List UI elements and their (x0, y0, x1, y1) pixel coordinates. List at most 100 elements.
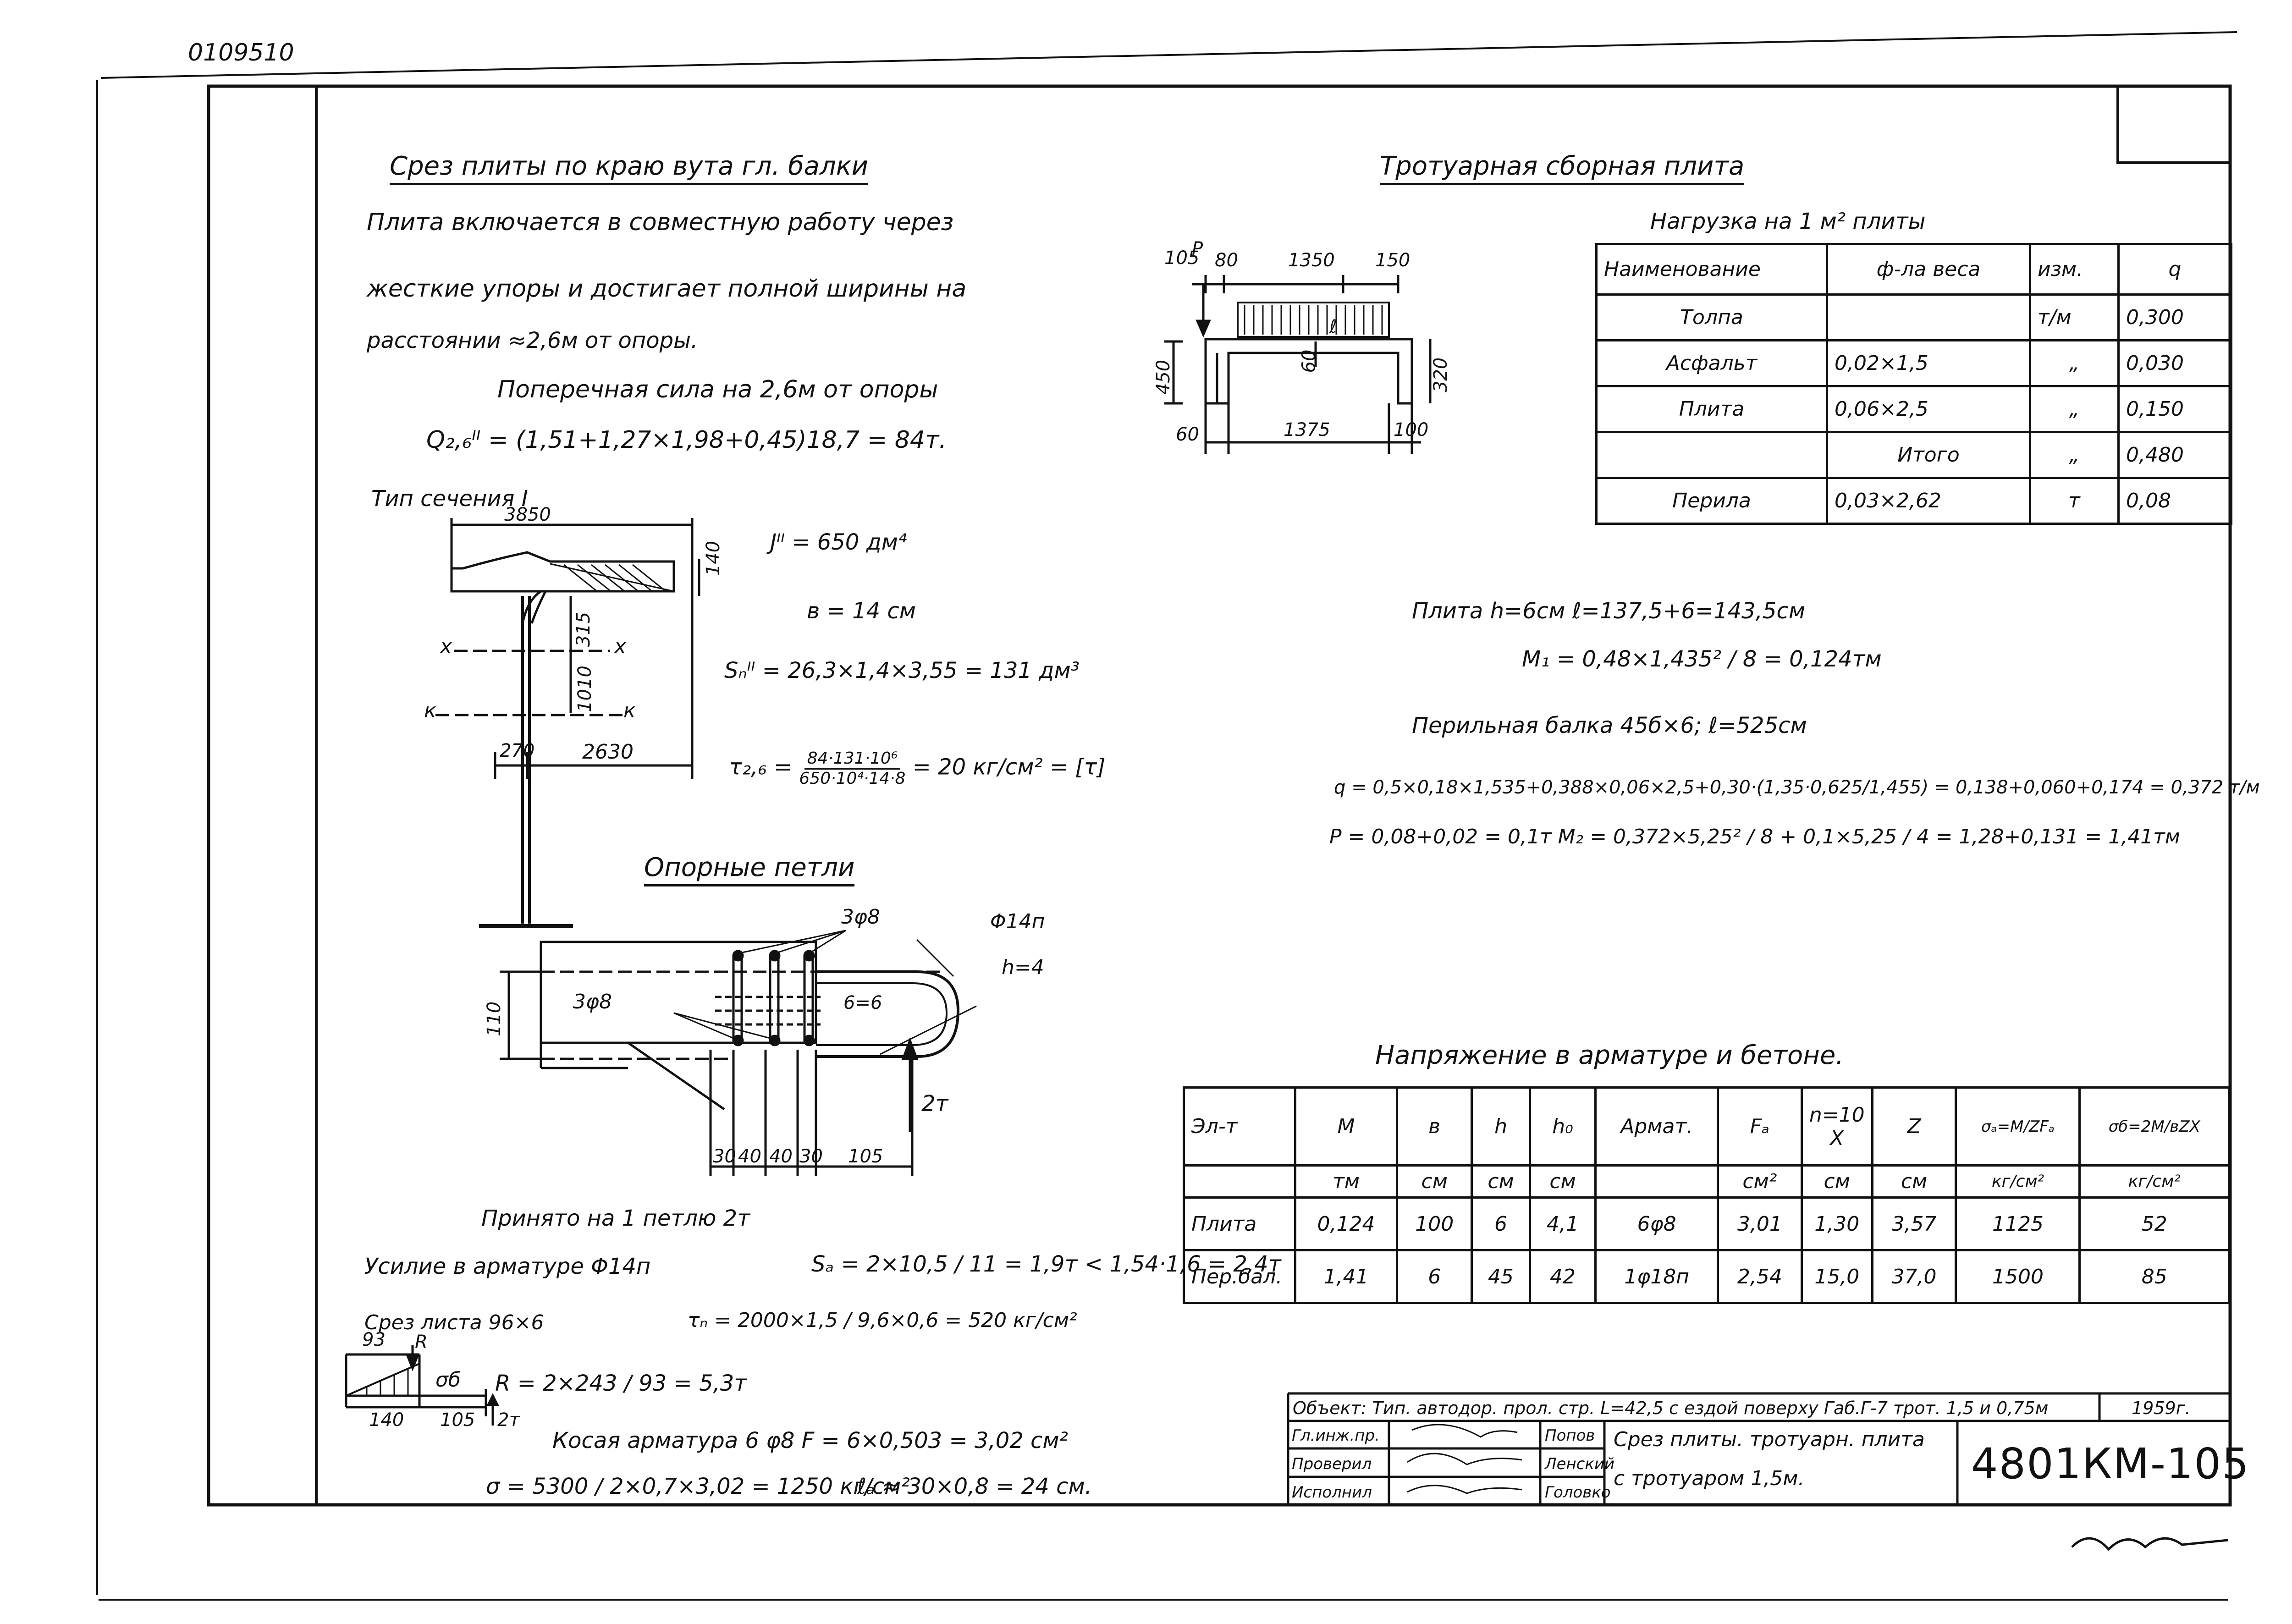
axis-x-right: x (614, 635, 627, 658)
load-row: Перила 0,03×2,62 т 0,08 (1595, 477, 2232, 525)
year: 1959г. (2132, 1398, 2191, 1418)
force-p: P (1192, 238, 1203, 259)
inclined-rebar: Косая арматура 6 φ8 F = 6×0,503 = 3,02 с… (552, 1428, 1068, 1453)
title-line-1: Срез плиты. тротуарн. плита (1614, 1428, 1925, 1451)
shear-title: Поперечная сила на 2,6м от опоры (497, 376, 938, 403)
load-header-unit: изм. (2029, 243, 2120, 296)
dim-105: 105 (1164, 248, 1200, 269)
static-moment: Sₙᴵᴵ = 26,3×1,4×3,55 = 131 дм³ (724, 658, 1080, 683)
slab-formula-3: Перильная балка 45б×6; ℓ=525см (1412, 713, 1807, 738)
dim-1375: 1375 (1284, 419, 1330, 440)
dim-80: 80 (1215, 250, 1238, 271)
left-heading: Срез плиты по краю вута гл. балки (390, 151, 868, 185)
name-checked: Ленский (1545, 1455, 1615, 1473)
axis-x-left: x (440, 635, 452, 658)
cut-formula: τₙ = 2000×1,5 / 9,6×0,6 = 520 кг/см² (688, 1309, 1077, 1332)
dim-100: 100 (1394, 419, 1429, 440)
moment-of-inertia: Jᴵᴵ = 650 дм⁴ (770, 529, 907, 555)
slab-formula-2: M₁ = 0,48×1,435² / 8 = 0,124тм (1522, 646, 1882, 672)
name-executed: Головко (1545, 1483, 1611, 1502)
dim-r-105: 105 (440, 1409, 475, 1431)
load-header-formula: ф-ла веса (1826, 243, 2031, 296)
left-para-3: расстоянии ≈2,6м от опоры. (367, 328, 698, 353)
dim-60: 60 (1176, 424, 1199, 445)
slab-formula-5: P = 0,08+0,02 = 0,1т M₂ = 0,372×5,25² / … (1329, 825, 2180, 848)
label-f14: Φ14п (990, 910, 1045, 933)
dim-loop-40a: 40 (738, 1146, 761, 1167)
load-header-name: Наименование (1595, 243, 1828, 296)
title-line-2: с тротуаром 1,5м. (1614, 1467, 1805, 1490)
dim-2630: 2630 (582, 740, 634, 764)
axis-k-right: к (623, 699, 636, 722)
label-3f8-top: 3φ8 (841, 905, 881, 929)
stress-table-title: Напряжение в арматуре и бетоне. (1375, 1040, 1844, 1070)
stress-table: Эл-т M в h h₀ Армат. Fₐ n=10 X Z σₐ=M/ZF… (1183, 1086, 2230, 1304)
sigma-formula: σ = 5300 / 2×0,7×3,02 = 1250 кг/см² (486, 1474, 910, 1499)
dim-315: 315 (573, 611, 595, 647)
loops-heading: Опорные петли (644, 853, 855, 886)
dim-loop-105: 105 (848, 1146, 883, 1167)
span-mark: ℓ (1329, 316, 1337, 337)
dim-3850: 3850 (504, 504, 551, 525)
slab-formula-1: Плита h=6см ℓ=137,5+6=143,5см (1412, 598, 1806, 624)
drawing-frame (207, 84, 2232, 1507)
label-6x6: 6=6 (843, 992, 882, 1013)
object-line: Объект: Тип. автодор. прол. стр. L=42,5 … (1293, 1398, 2049, 1418)
dim-1010: 1010 (574, 666, 595, 712)
left-para-1: Плита включается в совместную работу чер… (367, 209, 954, 236)
dim-150: 150 (1375, 250, 1410, 271)
r-force: 2т (497, 1409, 520, 1431)
dim-r-93: 93 (362, 1329, 386, 1350)
dim-loop-40b: 40 (769, 1146, 793, 1167)
left-para-2: жесткие упоры и достигает полной ширины … (367, 275, 967, 303)
r-formula: R = 2×243 / 93 = 5,3т (495, 1371, 747, 1396)
cut-text: Срез листа 96×6 (364, 1311, 544, 1334)
stress-header-row: Эл-т M в h h₀ Армат. Fₐ n=10 X Z σₐ=M/ZF… (1183, 1086, 2230, 1167)
width-b: в = 14 см (807, 598, 916, 624)
beam-flange-outline (450, 551, 675, 593)
dim-110: 110 (484, 1001, 505, 1037)
load-table: Наименование ф-ла веса изм. q Толпа т/м … (1595, 243, 2232, 525)
document-number: 4801КМ-105 (1971, 1439, 2250, 1488)
r-symbol: R (415, 1332, 428, 1353)
load-header-q: q (2117, 243, 2232, 296)
label-3f8-left: 3φ8 (573, 990, 612, 1013)
slab-outline (1204, 338, 1413, 405)
shear-formula: Q₂,₆ᴵᴵ = (1,51+1,27×1,98+0,45)18,7 = 84т… (426, 426, 947, 454)
stress-row: Плита 0,124 100 6 4,1 6φ8 3,01 1,30 3,57… (1183, 1196, 2230, 1251)
load-row: Асфальт 0,02×1,5 „ 0,030 (1595, 339, 2232, 387)
stress-units-row: тм см см см см² см см кг/см² кг/см² (1183, 1164, 2230, 1199)
load-row: Плита 0,06×2,5 „ 0,150 (1595, 385, 2232, 433)
loop-force: 2т (921, 1091, 948, 1117)
stress-row: Пер.бал. 1,41 6 45 42 1φ18п 2,54 15,0 37… (1183, 1249, 2230, 1304)
right-heading: Тротуарная сборная плита (1380, 151, 1745, 185)
section-type-label: Тип сечения I (371, 486, 528, 512)
dim-60-inner: 60 (1298, 349, 1320, 373)
slab-formula-4: q = 0,5×0,18×1,535+0,388×0,06×2,5+0,30·(… (1334, 777, 2260, 798)
dim-loop-30a: 30 (713, 1146, 736, 1167)
dim-1350: 1350 (1288, 250, 1335, 271)
sheet-code: 0109510 (188, 39, 294, 66)
role-chief-engineer: Гл.инж.пр. (1292, 1426, 1380, 1445)
dim-450: 450 (1153, 359, 1174, 395)
dim-loop-30b: 30 (799, 1146, 823, 1167)
name-chief-engineer: Попов (1545, 1426, 1595, 1445)
dim-320: 320 (1430, 357, 1452, 393)
load-row: Толпа т/м 0,300 (1595, 293, 2232, 341)
axis-k-left: к (424, 699, 436, 722)
label-h: h=4 (1002, 956, 1044, 979)
effort-text: Усилие в арматуре Φ14п (364, 1254, 651, 1279)
dim-r-140: 140 (369, 1409, 404, 1431)
anchorage-formula: ℓₐ ≈ 30×0,8 = 24 см. (857, 1474, 1092, 1499)
load-table-title: Нагрузка на 1 м² плиты (1650, 209, 1926, 234)
dim-140: 140 (703, 540, 724, 576)
accepted-loop: Принято на 1 петлю 2т (481, 1206, 750, 1231)
load-row: Итого „ 0,480 (1595, 431, 2232, 479)
dim-270: 270 (500, 740, 535, 761)
role-executed: Исполнил (1292, 1483, 1372, 1502)
sigma-b-symbol: σб (435, 1368, 461, 1392)
role-checked: Проверил (1292, 1455, 1372, 1473)
